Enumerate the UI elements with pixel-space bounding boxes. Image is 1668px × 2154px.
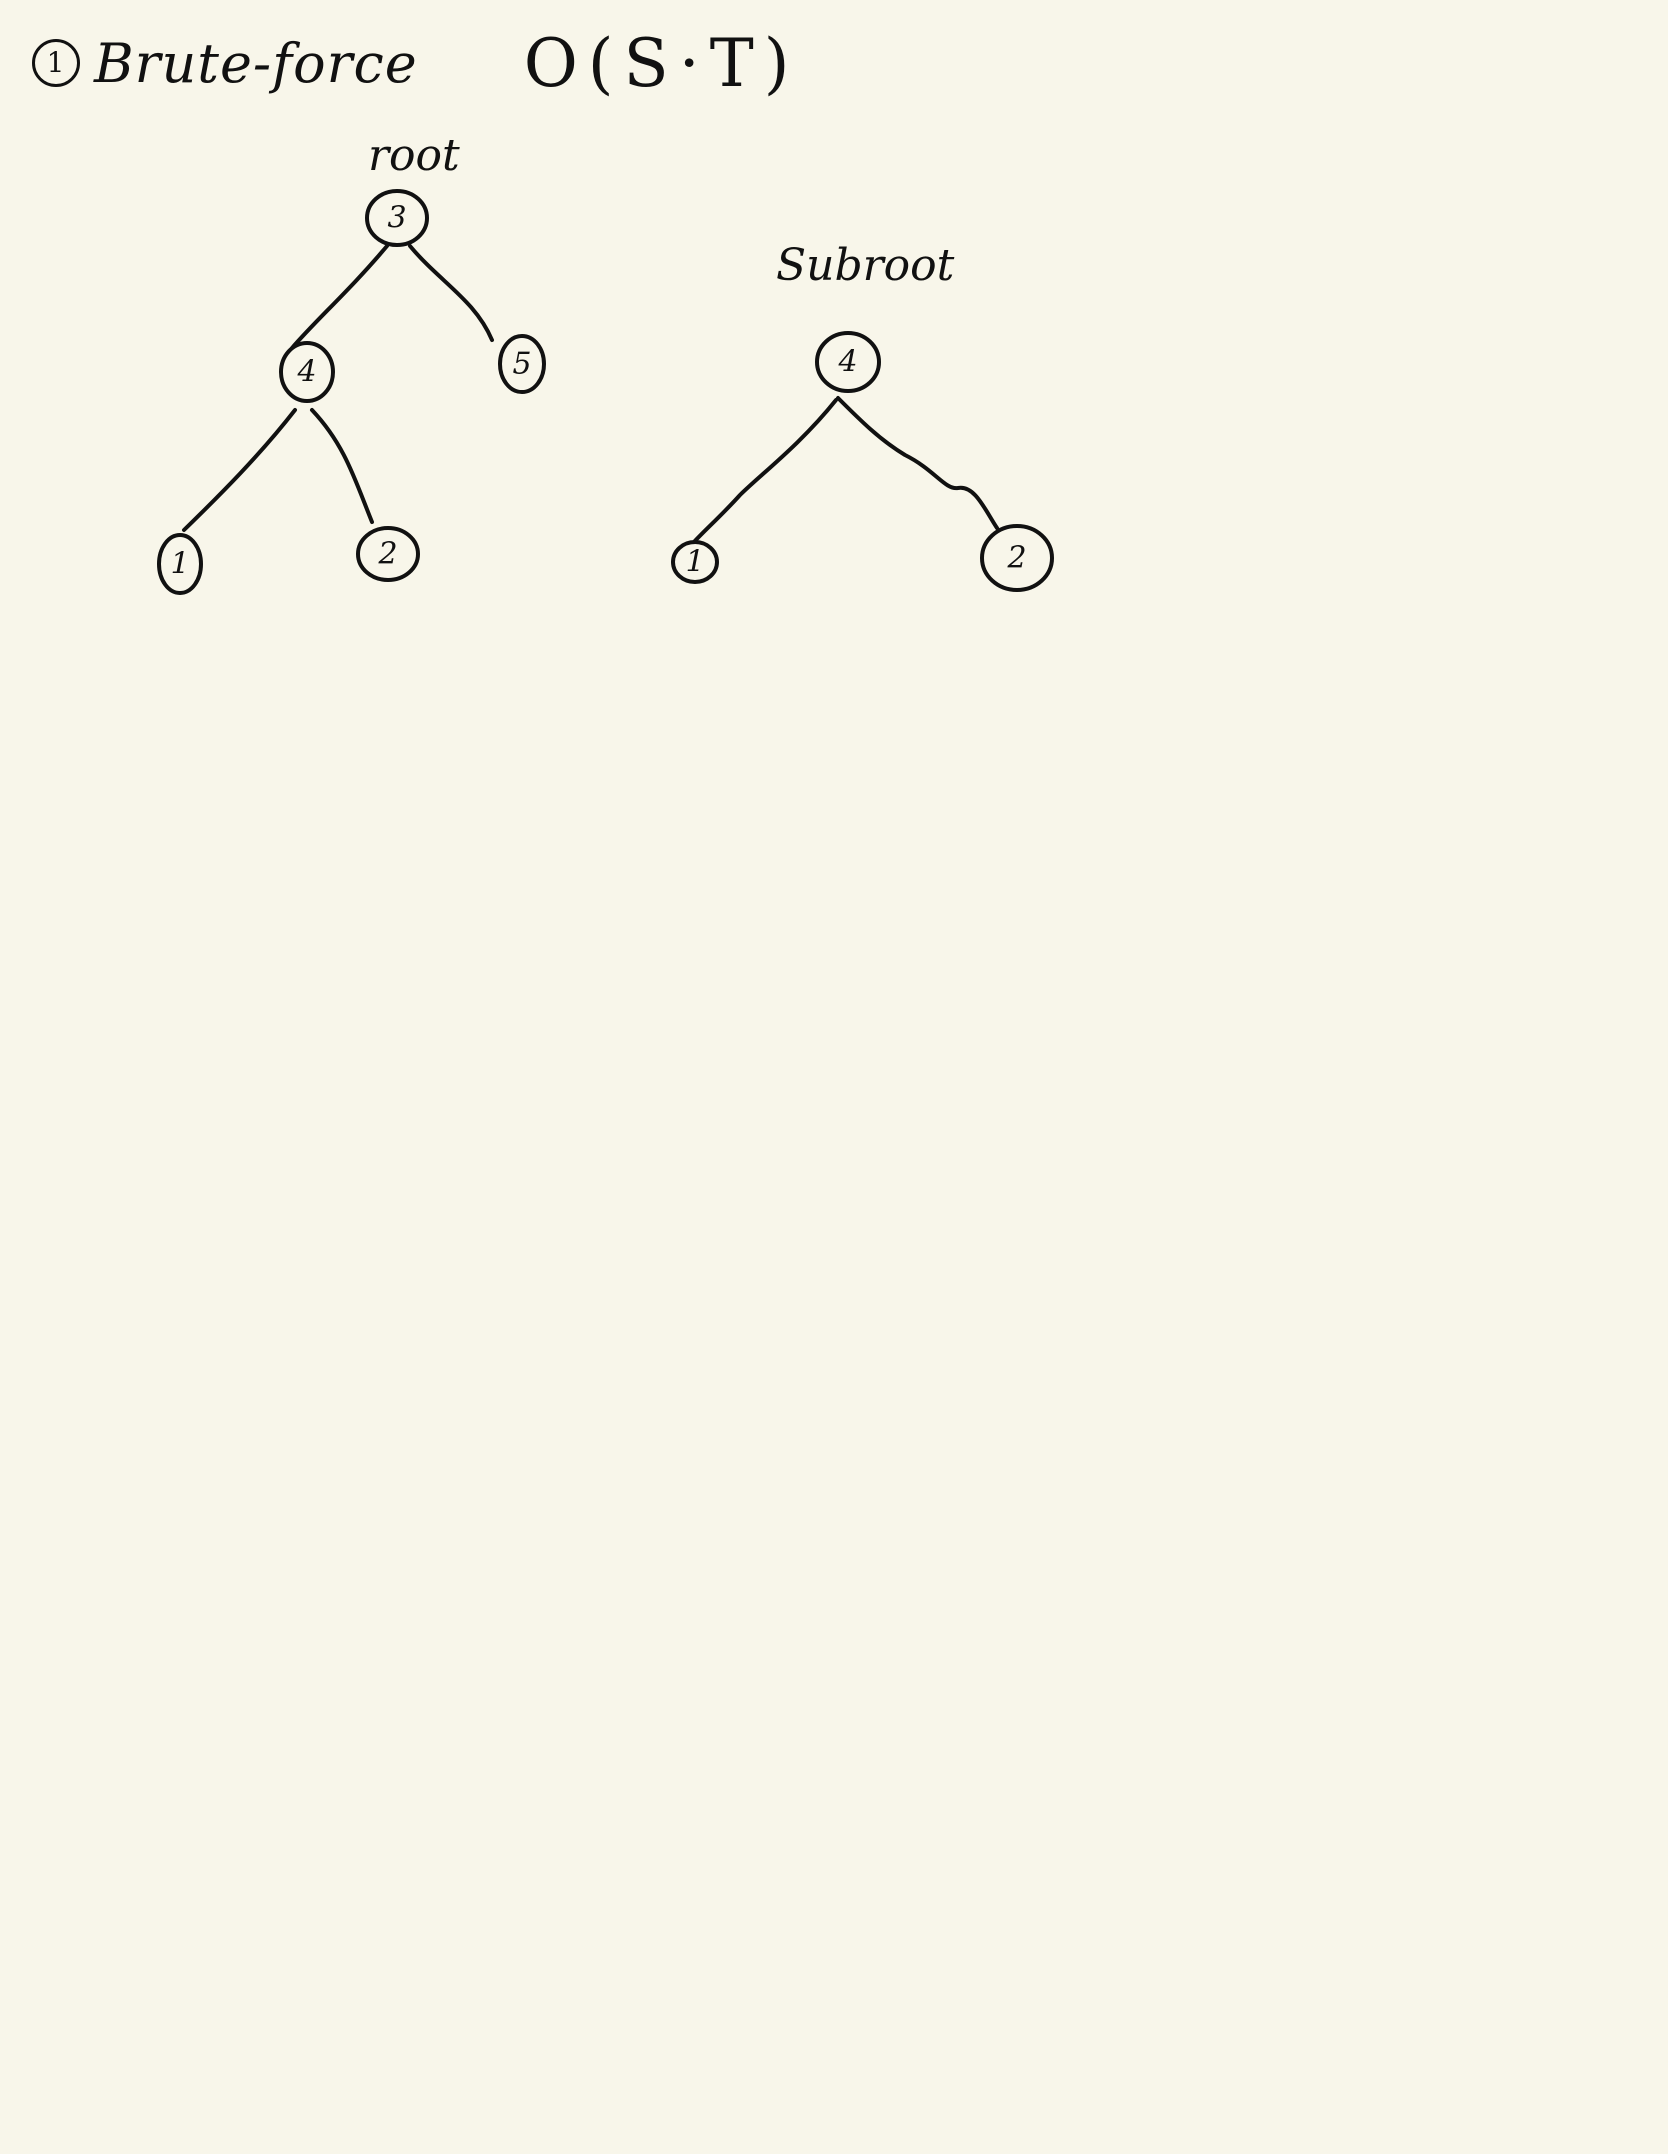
- complexity-label: O(S·T): [523, 24, 800, 102]
- node-subroot-4-circle: [815, 331, 881, 393]
- node-root-1-circle: [157, 533, 203, 595]
- edge-subroot-4-2: [836, 396, 999, 530]
- node-root-3-label: 3: [387, 201, 406, 236]
- node-subroot-4-label: 4: [837, 345, 857, 380]
- node-root-5-label: 5: [512, 347, 531, 382]
- node-root-5-circle: [498, 334, 546, 394]
- node-subroot-2-label: 2: [1006, 541, 1026, 576]
- edge-root-3-5: [408, 244, 494, 342]
- node-subroot-2-circle: [980, 524, 1054, 592]
- edge-root-4-2: [310, 408, 374, 524]
- root-tree-label: root: [368, 130, 460, 181]
- node-subroot-1-label: 1: [685, 545, 704, 580]
- node-root-4-label: 4: [296, 355, 316, 390]
- node-root-4-circle: [279, 341, 335, 403]
- node-root-2-label: 2: [377, 537, 397, 572]
- node-root-1-label: 1: [170, 547, 189, 582]
- node-subroot-1-circle: [671, 540, 719, 584]
- edge-root-4-1: [182, 408, 297, 532]
- node-root-2-circle: [356, 526, 420, 582]
- edge-root-3-4: [290, 244, 389, 350]
- page-title: 1 Brute-force O(S·T): [32, 18, 800, 108]
- node-root-3-circle: [365, 189, 429, 247]
- edge-subroot-4-1: [692, 398, 838, 544]
- method-heading: Brute-force: [94, 31, 418, 95]
- step-number-badge: 1: [32, 39, 80, 87]
- subroot-tree-label: Subroot: [776, 240, 955, 291]
